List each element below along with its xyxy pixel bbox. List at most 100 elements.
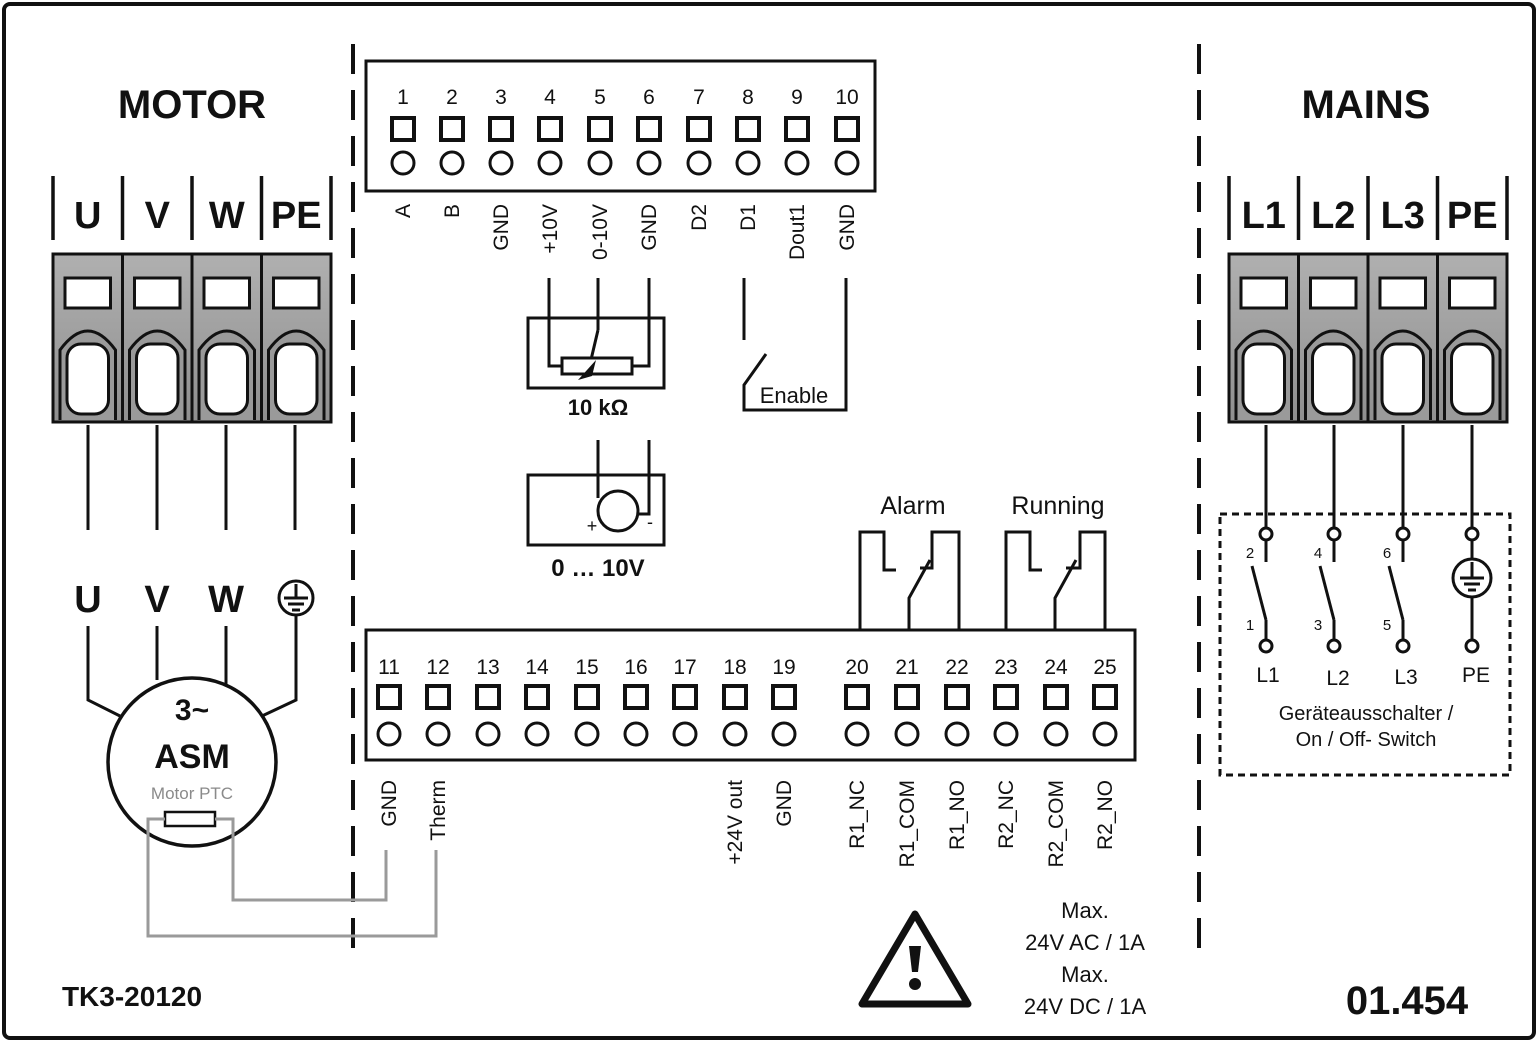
bottom-terminal-screw	[623, 684, 649, 710]
top-terminal-number: 8	[742, 86, 754, 109]
bottom-terminal-hole	[1043, 721, 1069, 747]
top-terminal-number: 10	[835, 86, 858, 109]
switch-top-contact	[1258, 526, 1274, 542]
bottom-terminal-number: 13	[476, 656, 499, 679]
warning-line-3: Max.	[1061, 962, 1109, 987]
switch-top-number: 2	[1246, 545, 1254, 562]
bottom-terminal-screw	[771, 684, 797, 710]
top-terminal-screw	[834, 116, 860, 142]
motor-terminal-slot	[63, 276, 112, 310]
bottom-terminal-hole	[844, 721, 870, 747]
voltage-source-label: 0 … 10V	[551, 555, 644, 582]
bottom-terminal-screw	[844, 684, 870, 710]
top-terminal-signal: GND	[638, 204, 661, 251]
switch-caption-line1: Geräteausschalter /	[1279, 703, 1454, 725]
top-terminal-screw	[784, 116, 810, 142]
switch-bottom-contact	[1395, 638, 1411, 654]
bottom-terminal-number: 21	[895, 656, 918, 679]
bottom-terminal-hole	[894, 721, 920, 747]
bottom-terminal-screw	[1092, 684, 1118, 710]
top-terminal-hole	[784, 150, 810, 176]
top-terminal-number: 3	[495, 86, 507, 109]
warning-line-4: 24V DC / 1A	[1024, 994, 1147, 1019]
bottom-terminal-hole	[376, 721, 402, 747]
bottom-terminal-signal: Therm	[427, 780, 450, 841]
top-terminal-hole	[735, 150, 761, 176]
top-terminal-signal: D1	[737, 204, 760, 231]
bottom-terminal-number: 12	[426, 656, 449, 679]
bottom-terminal-signal: R2_COM	[1045, 780, 1068, 868]
switch-bottom-number: 3	[1314, 617, 1322, 634]
bottom-terminal-screw	[722, 684, 748, 710]
top-terminal-screw	[686, 116, 712, 142]
warning-line-1: Max.	[1061, 898, 1109, 923]
motor-type: 3~	[175, 694, 209, 727]
motor-title: MOTOR	[118, 83, 266, 127]
top-terminal-signal: 0-10V	[589, 204, 612, 260]
document-code: 01.454	[1346, 979, 1469, 1023]
enable-switch	[742, 278, 848, 412]
bottom-terminal-hole	[574, 721, 600, 747]
switch-bottom-number: 1	[1246, 617, 1254, 634]
bottom-terminal-screw	[1043, 684, 1069, 710]
ptc-resistor	[163, 810, 217, 828]
mains-terminal-slot	[1239, 276, 1288, 310]
on-off-switch-frame	[1218, 512, 1512, 777]
switch-output-label: L2	[1326, 667, 1349, 690]
mains-terminal-screw	[1450, 342, 1495, 416]
top-terminal-screw	[390, 116, 416, 142]
switch-bottom-contact	[1326, 638, 1342, 654]
alarm-relay-label: Alarm	[880, 492, 945, 520]
potentiometer-wiper-arrow	[578, 360, 596, 380]
mains-title: MAINS	[1302, 83, 1431, 127]
mains-terminal-label: L3	[1381, 195, 1425, 237]
motor-ptc-label: Motor PTC	[151, 784, 233, 803]
top-terminal-screw	[636, 116, 662, 142]
mains-terminal-screw	[1380, 342, 1425, 416]
bottom-terminal-signal: R2_NO	[1094, 780, 1117, 850]
bottom-terminal-signal: GND	[773, 780, 796, 827]
bottom-terminal-number: 15	[575, 656, 598, 679]
voltage-source-minus: -	[647, 512, 653, 532]
top-terminal-signal: B	[441, 204, 464, 218]
bottom-terminal-signal: GND	[378, 780, 401, 827]
motor-symbol	[106, 676, 278, 848]
motor-wire-label-u: U	[74, 579, 101, 621]
bottom-terminal-number: 20	[845, 656, 868, 679]
alarm-relay-contacts	[858, 530, 961, 630]
mains-terminal-label: L1	[1242, 195, 1286, 237]
motor-terminal-screw	[274, 342, 319, 416]
earth-ground-icon	[277, 579, 315, 617]
bottom-terminal-hole	[1092, 721, 1118, 747]
top-terminal-screw	[537, 116, 563, 142]
motor-terminal-slot	[202, 276, 251, 310]
top-terminal-signal: GND	[490, 204, 513, 251]
top-terminal-number: 7	[693, 86, 705, 109]
bottom-terminal-screw	[993, 684, 1019, 710]
voltage-source-box	[526, 473, 666, 547]
top-terminal-number: 2	[446, 86, 458, 109]
bottom-terminal-screw	[944, 684, 970, 710]
bottom-terminal-hole	[672, 721, 698, 747]
motor-terminal-label: W	[209, 195, 245, 237]
motor-terminal-label: PE	[271, 195, 322, 237]
top-terminal-screw	[735, 116, 761, 142]
top-terminal-signal: Dout1	[786, 204, 809, 260]
top-terminal-screw	[488, 116, 514, 142]
switch-output-label: L1	[1256, 664, 1279, 687]
bottom-terminal-screw	[376, 684, 402, 710]
potentiometer-label: 10 kΩ	[568, 395, 628, 420]
top-terminal-hole	[834, 150, 860, 176]
motor-terminal-screw	[204, 342, 249, 416]
switch-caption-line2: On / Off- Switch	[1296, 729, 1437, 751]
top-terminal-number: 5	[594, 86, 606, 109]
warning-line-2: 24V AC / 1A	[1025, 930, 1145, 955]
bottom-terminal-number: 19	[772, 656, 795, 679]
potentiometer-box	[526, 316, 666, 390]
switch-top-contact	[1326, 526, 1342, 542]
bottom-terminal-hole	[475, 721, 501, 747]
switch-top-number: 6	[1383, 545, 1391, 562]
